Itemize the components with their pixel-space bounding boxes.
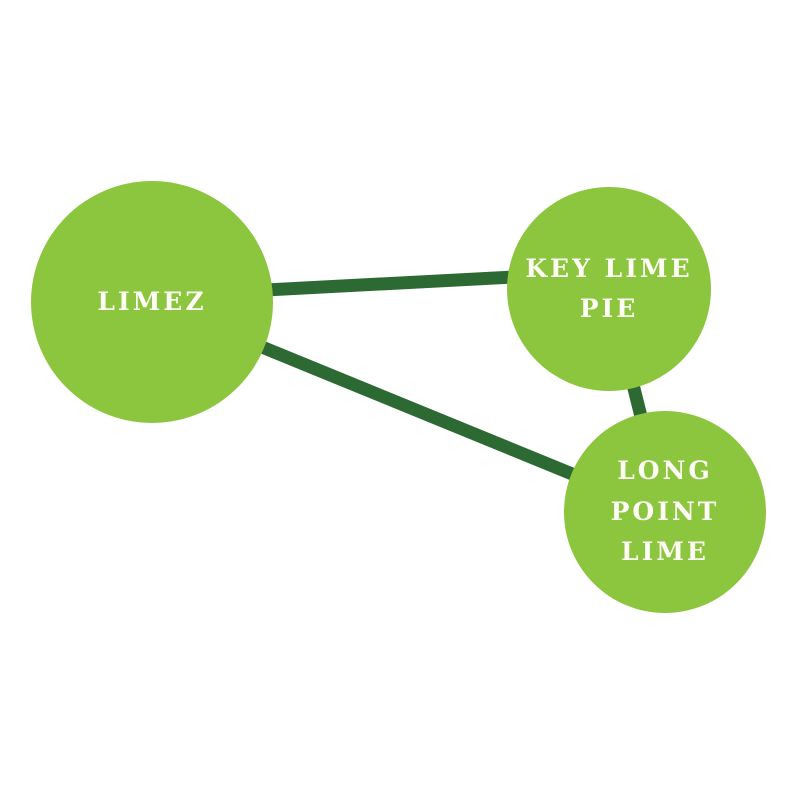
node-key-lime-pie[interactable]: KEY LIME PIE (507, 187, 711, 391)
node-long-point-lime[interactable]: LONG POINT LIME (564, 411, 766, 613)
node-long-point-lime-label: LONG POINT LIME (610, 456, 720, 567)
node-key-lime-pie-label: KEY LIME PIE (525, 253, 693, 324)
node-limez[interactable]: LIMEZ (31, 181, 273, 423)
node-limez-label: LIMEZ (97, 286, 207, 316)
